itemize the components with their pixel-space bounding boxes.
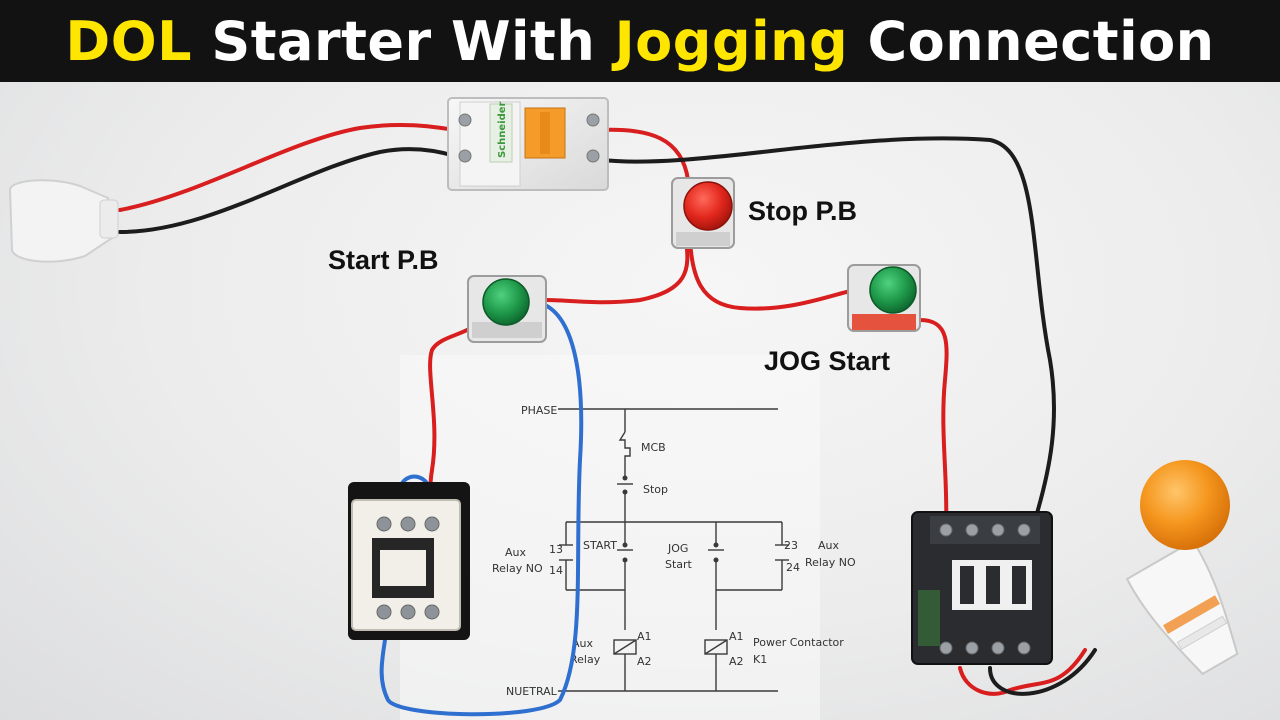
jog-button-cap [869,266,917,314]
mcb-brand-strip [489,103,513,163]
sch-power-2: K1 [753,653,767,666]
sch-aux-relay-2: Relay [570,653,601,666]
power-plug [8,179,119,263]
mcb-brand: Schneider [497,101,508,158]
wire-neutral-black [600,136,1056,522]
sch-jog-2: Start [665,558,693,571]
title-part-dol: DOL [65,9,193,73]
wire-plug-to-mcb-black [118,147,457,234]
sch-a2-left: A2 [637,655,652,668]
sch-aux-right-2: Relay NO [805,556,856,569]
label-jog-start: JOG Start [764,346,891,376]
wire-jog-to-contactor-red [918,318,949,527]
aux-relay-contactor [348,482,470,640]
title-part-connection: Connection [848,9,1215,73]
wire-contactor-to-bulb-red [958,648,1087,696]
wire-plug-to-mcb-red [118,122,457,212]
power-contactor [911,511,1053,665]
wire-mcb-to-stop-red [598,127,690,182]
sch-power-1: Power Contactor [753,636,844,649]
sch-a2-right: A2 [729,655,744,668]
sch-a1-right: A1 [729,630,744,643]
title-bar: DOL Starter With Jogging Connection [0,0,1280,82]
sch-t13: 13 [549,543,563,556]
start-push-button [467,275,547,343]
wire-contactor-to-bulb-black [988,648,1097,696]
sch-mcb: MCB [641,441,666,454]
bulb-globe [1140,460,1230,550]
wire-stop-to-jog-red [688,238,857,311]
mcb-breaker: Schneider [447,97,609,191]
mcb-symbol [618,431,631,462]
sch-t14: 14 [549,564,563,577]
sch-aux-relay-1: Aux [572,637,593,650]
sch-a1-left: A1 [637,630,652,643]
wire-start-to-aux-blue [379,303,584,717]
stop-push-button [671,177,735,249]
sch-t23: 23 [784,539,798,552]
title-part-jogging: Jogging [614,9,849,73]
title-part-starter-with: Starter With [192,9,615,73]
bulb-holder [1125,539,1239,676]
sch-t24: 24 [786,561,800,574]
label-start-pb: Start P.B [328,245,439,275]
sch-phase: PHASE [521,404,557,417]
sch-neutral: NUETRAL [506,685,558,698]
stop-button-cap [683,181,733,231]
sch-aux-left-2: Relay NO [492,562,543,575]
start-button-cap [482,278,530,326]
jog-push-button [847,264,921,332]
label-stop-pb: Stop P.B [748,196,858,226]
sch-jog-1: JOG [667,542,688,555]
sch-start: START [583,539,617,552]
wire-stop-to-start-red [543,238,690,305]
sch-aux-right-1: Aux [818,539,839,552]
bulb-lamp [1125,460,1239,676]
sch-stop: Stop [643,483,668,496]
sch-aux-left-1: Aux [505,546,526,559]
